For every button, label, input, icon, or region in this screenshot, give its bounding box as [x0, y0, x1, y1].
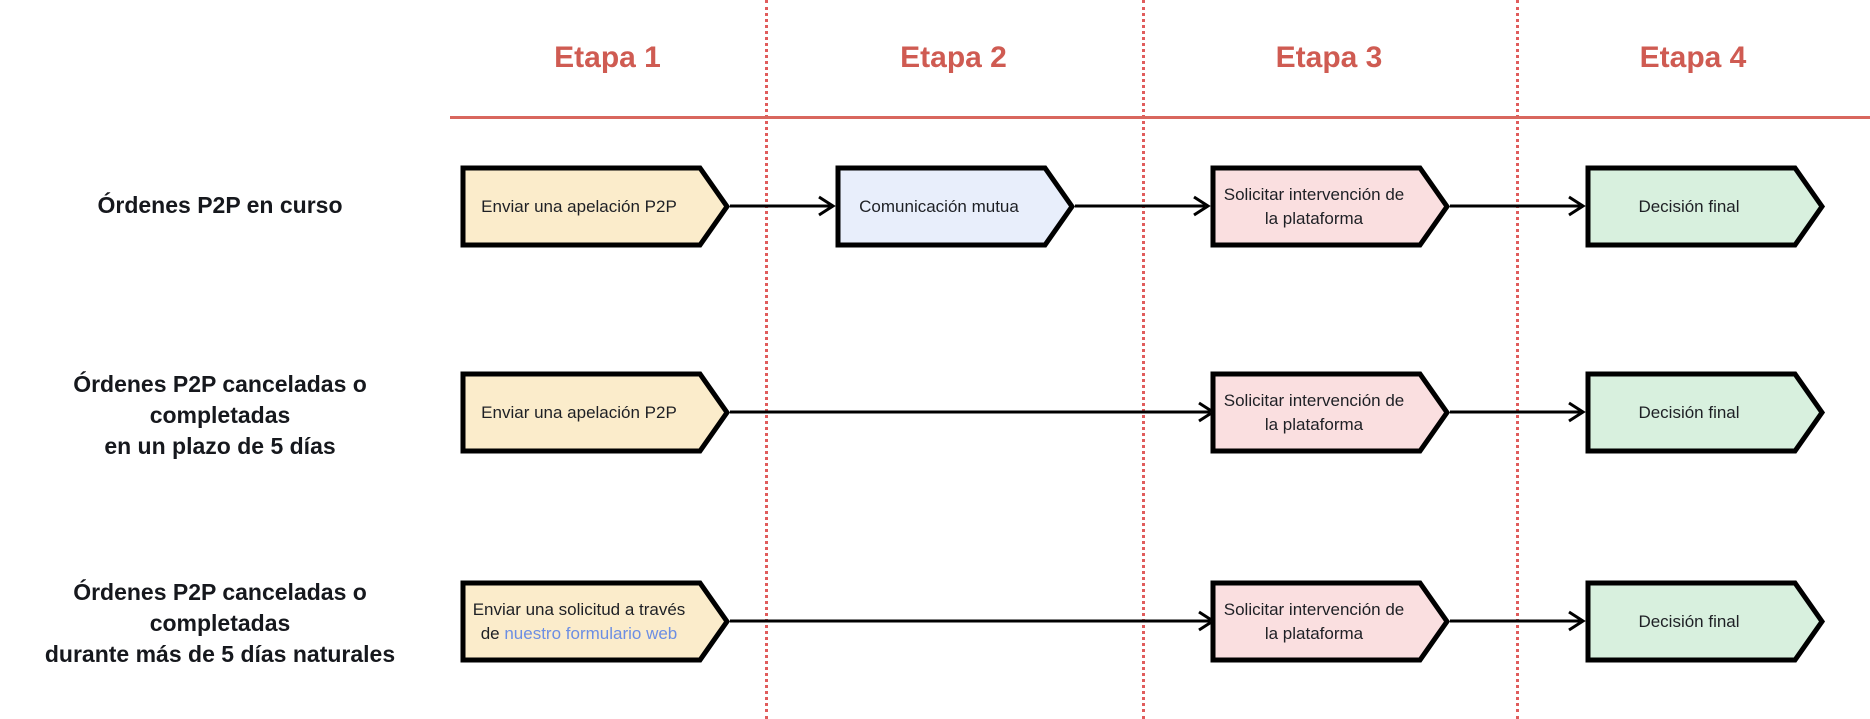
stage-divider-2 — [1142, 0, 1145, 719]
connector-r1-stage1-to-stage2 — [730, 195, 840, 217]
stage-divider-3 — [1516, 0, 1519, 719]
stage-header-3: Etapa 3 — [1275, 41, 1383, 74]
row-label-within-5-days-line1: Órdenes P2P canceladas o completadas — [73, 371, 367, 428]
node-r3-stage1-submit-request[interactable]: Enviar una solicitud a través de nuestro… — [460, 580, 731, 663]
connector-r1-stage2-to-stage3 — [1075, 195, 1215, 217]
row-label-within-5-days: Órdenes P2P canceladas o completadas en … — [0, 369, 440, 462]
stage-divider-1 — [765, 0, 768, 719]
connector-r2-stage1-to-stage3 — [730, 401, 1220, 423]
connector-r1-stage3-to-stage4 — [1450, 195, 1590, 217]
connector-r3-stage1-to-stage3 — [730, 610, 1220, 632]
row-label-ongoing: Órdenes P2P en curso — [0, 190, 440, 221]
connector-r2-stage3-to-stage4 — [1450, 401, 1590, 423]
row-label-ongoing-text: Órdenes P2P en curso — [97, 192, 343, 218]
stage-header-1: Etapa 1 — [554, 41, 661, 74]
node-r1-stage4-final-decision[interactable]: Decisión final — [1585, 165, 1826, 248]
stage-header-2: Etapa 2 — [900, 41, 1007, 74]
stage-header-4: Etapa 4 — [1639, 41, 1747, 74]
connector-r3-stage3-to-stage4 — [1450, 610, 1590, 632]
row-label-over-5-days-line1: Órdenes P2P canceladas o completadas — [73, 579, 367, 636]
node-r2-stage4-final-decision[interactable]: Decisión final — [1585, 371, 1826, 454]
node-r3-stage4-final-decision[interactable]: Decisión final — [1585, 580, 1826, 663]
row-label-over-5-days: Órdenes P2P canceladas o completadas dur… — [0, 577, 440, 670]
node-r1-stage3-request-platform[interactable]: Solicitar intervención de la plataforma — [1210, 165, 1451, 248]
row-label-over-5-days-line2: durante más de 5 días naturales — [44, 641, 396, 667]
header-horizontal-rule — [450, 116, 1870, 119]
row-label-within-5-days-line2: en un plazo de 5 días — [104, 433, 336, 459]
node-r3-stage1-web-form-link[interactable]: nuestro formulario web — [504, 623, 678, 643]
node-r2-stage3-request-platform[interactable]: Solicitar intervención de la plataforma — [1210, 371, 1451, 454]
node-r2-stage1-submit-appeal[interactable]: Enviar una apelación P2P — [460, 371, 731, 454]
node-r1-stage2-mutual-communication[interactable]: Comunicación mutua — [835, 165, 1076, 248]
node-r3-stage3-request-platform[interactable]: Solicitar intervención de la plataforma — [1210, 580, 1451, 663]
node-r1-stage1-submit-appeal[interactable]: Enviar una apelación P2P — [460, 165, 731, 248]
